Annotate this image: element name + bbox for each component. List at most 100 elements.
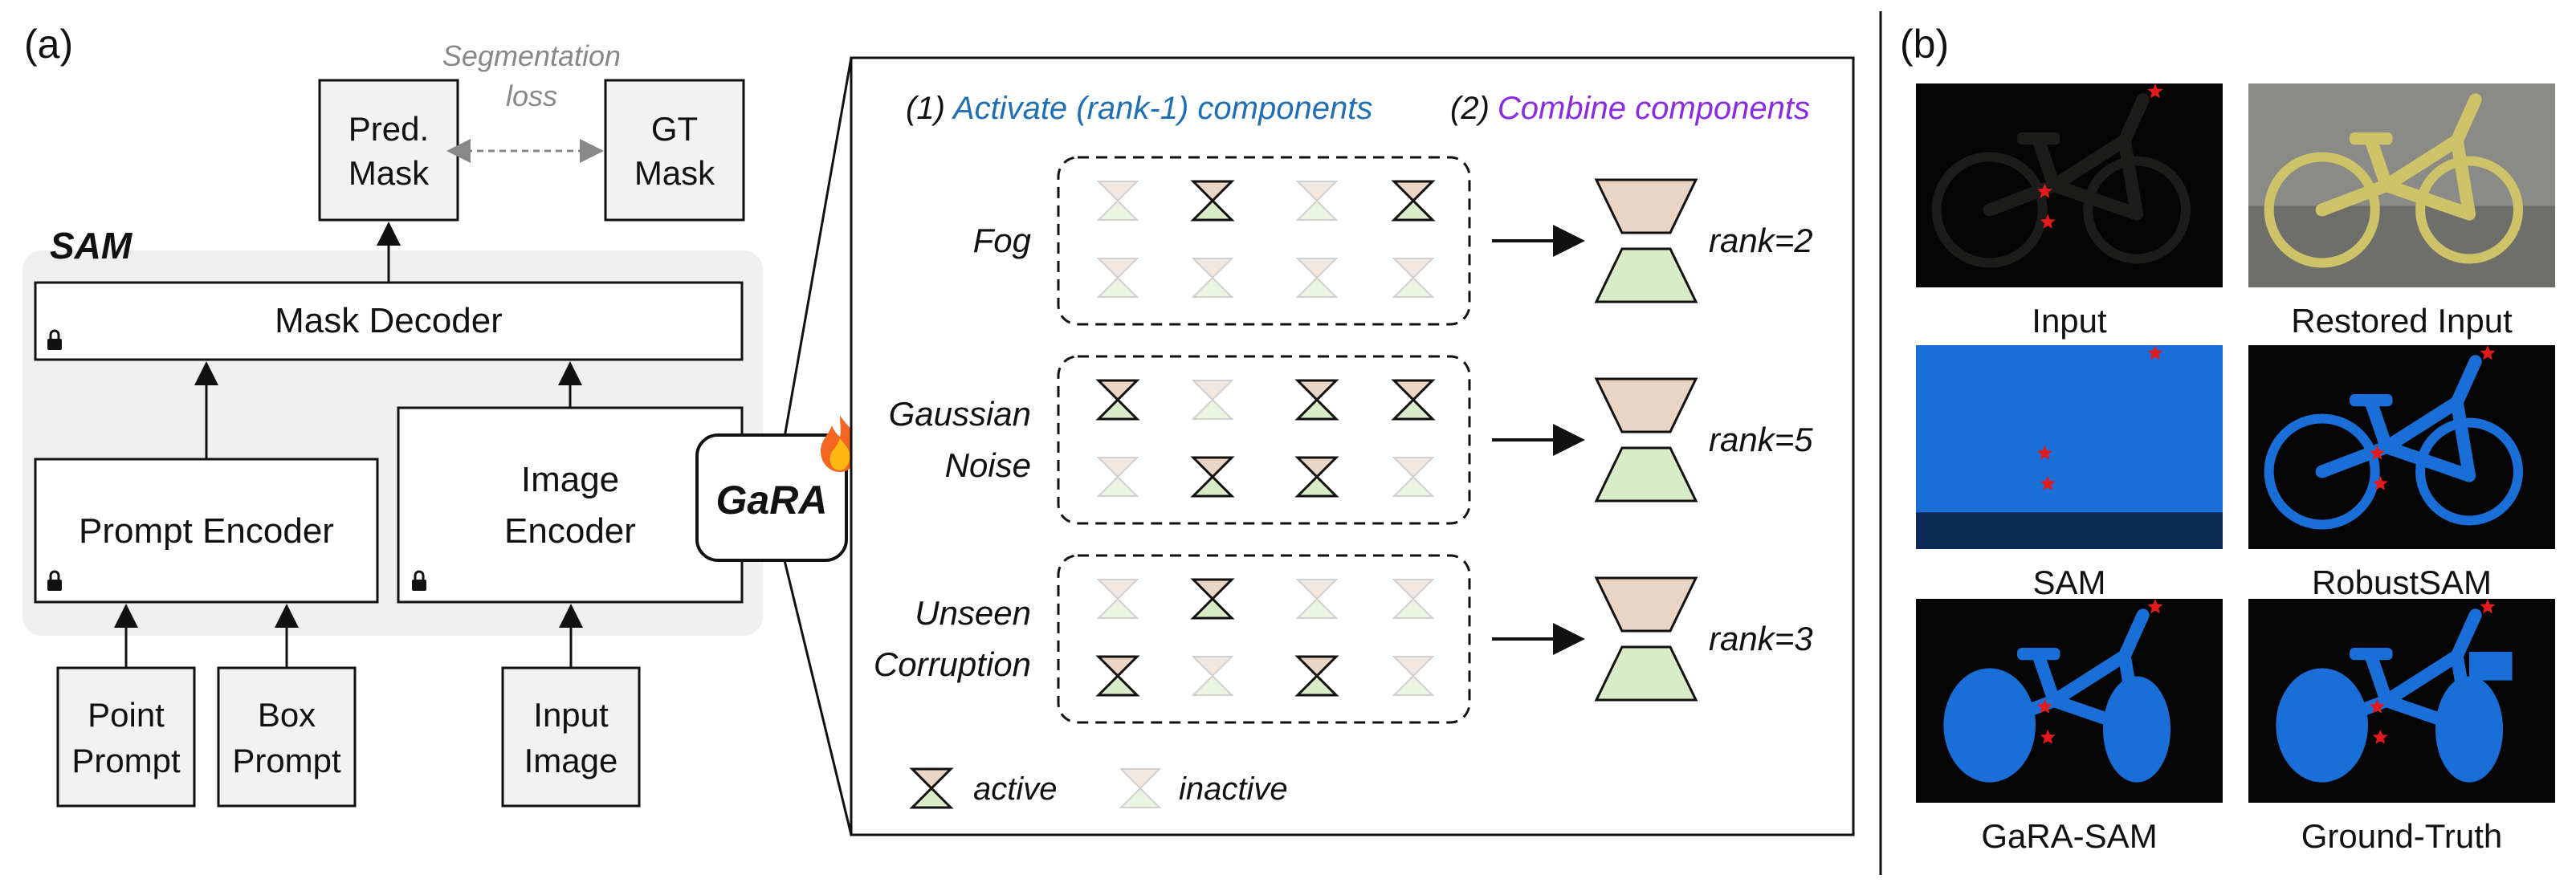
result-image: [1916, 345, 2223, 549]
zoom-line-bottom: [781, 553, 853, 836]
active-component-icon: [1190, 578, 1235, 620]
step2-header: (2)Combine components: [1450, 91, 1810, 126]
active-component-icon: [1294, 655, 1339, 697]
result-image: [2248, 83, 2555, 287]
inactive-component-icon: [1096, 181, 1139, 221]
component-box: [1057, 554, 1471, 724]
gara-box: [695, 433, 848, 562]
inactive-component-icon: [1392, 656, 1435, 696]
result-caption: Ground-Truth: [2301, 817, 2503, 855]
group-label: Unseen: [915, 594, 1031, 632]
active-component-icon: [1294, 379, 1339, 421]
point-prompt-box: [56, 666, 196, 808]
active-component-icon: [1294, 456, 1339, 498]
zoom-line-top: [781, 57, 853, 447]
result-image: [1916, 83, 2223, 287]
input-image-label-2: Image: [524, 742, 618, 779]
result-caption: SAM: [2032, 564, 2105, 601]
box-prompt-label-1: Box: [258, 696, 316, 734]
active-component-icon: [1095, 655, 1140, 697]
pred-mask-label-1: Pred.: [348, 110, 429, 148]
prompt-star-icon: [2040, 214, 2056, 229]
active-component-icon: [1190, 180, 1235, 222]
pred-mask-box: [318, 79, 459, 222]
mask-decoder-label: Mask Decoder: [275, 301, 503, 340]
active-component-icon: [1190, 456, 1235, 498]
inactive-component-icon: [1096, 457, 1139, 497]
box-prompt-box: [217, 666, 357, 808]
prompt-star-icon: [2369, 698, 2385, 714]
combined-adapter-icon: [1594, 377, 1698, 503]
inactive-component-icon: [1295, 181, 1339, 221]
prompt-encoder-box: [34, 458, 379, 604]
inactive-component-icon: [1295, 258, 1339, 298]
active-component-icon: [1391, 379, 1436, 421]
panel-a-label: (a): [24, 22, 73, 67]
inactive-legend-icon: [1119, 768, 1162, 808]
prompt-star-icon: [2040, 729, 2056, 744]
seg-loss-label-2: loss: [506, 79, 557, 112]
prompt-star-icon: [2147, 599, 2163, 614]
prompt-star-icon: [2036, 445, 2052, 460]
fire-icon: [821, 416, 860, 472]
prompt-star-icon: [2036, 698, 2052, 714]
prompt-star-icon: [2040, 475, 2056, 490]
component-box: [1057, 156, 1471, 326]
mask-decoder-box: [34, 281, 744, 361]
legend-active-label: active: [973, 771, 1058, 807]
inactive-component-icon: [1392, 579, 1435, 619]
input-image-label-1: Input: [533, 696, 609, 734]
legend: active inactive: [909, 767, 1288, 809]
inactive-component-icon: [1295, 579, 1339, 619]
combined-adapter-icon: [1594, 178, 1698, 303]
prompt-star-icon: [2369, 445, 2385, 460]
group-label: Noise: [945, 446, 1031, 484]
group-label: Corruption: [874, 645, 1031, 683]
component-box: [1057, 355, 1471, 525]
point-prompt-label-2: Prompt: [71, 742, 181, 779]
inactive-component-icon: [1191, 656, 1234, 696]
group-label: Gaussian: [889, 395, 1031, 433]
image-encoder-label-1: Image: [521, 460, 619, 499]
prompt-encoder-label: Prompt Encoder: [79, 511, 334, 551]
sam-label: SAM: [50, 225, 133, 267]
result-caption: RobustSAM: [2312, 564, 2492, 601]
prompt-star-icon: [2147, 345, 2163, 360]
legend-inactive-label: inactive: [1179, 771, 1288, 807]
input-image-box: [501, 666, 641, 808]
gt-mask-label-2: Mask: [634, 154, 715, 192]
prompt-star-icon: [2372, 475, 2388, 490]
image-encoder-box: [397, 406, 744, 604]
result-caption: Input: [2032, 302, 2107, 340]
point-prompt-label-1: Point: [88, 696, 165, 734]
combined-adapter-icon: [1594, 576, 1698, 702]
inactive-component-icon: [1392, 457, 1435, 497]
step1-header: (1)Activate (rank-1) components: [906, 91, 1372, 126]
inactive-component-icon: [1392, 258, 1435, 298]
result-caption: GaRA-SAM: [1981, 817, 2157, 855]
group-label: Fog: [973, 222, 1031, 259]
result-image: [1916, 599, 2223, 803]
image-encoder-label-2: Encoder: [504, 511, 636, 551]
prompt-star-icon: [2480, 599, 2496, 614]
rank-label: rank=3: [1709, 620, 1813, 657]
pred-mask-label-2: Mask: [348, 154, 430, 192]
box-prompt-label-2: Prompt: [232, 742, 341, 779]
gt-mask-box: [604, 79, 745, 222]
prompt-star-icon: [2147, 83, 2163, 99]
prompt-star-icon: [2480, 345, 2496, 360]
result-image: [2248, 599, 2555, 803]
inactive-component-icon: [1096, 579, 1139, 619]
rank-label: rank=5: [1709, 421, 1813, 458]
active-component-icon: [1391, 180, 1436, 222]
active-component-icon: [1095, 379, 1140, 421]
inactive-component-icon: [1096, 258, 1139, 298]
prompt-star-icon: [2372, 729, 2388, 744]
panel-b-label: (b): [1900, 22, 1949, 67]
gara-label: GaRA: [716, 478, 828, 523]
